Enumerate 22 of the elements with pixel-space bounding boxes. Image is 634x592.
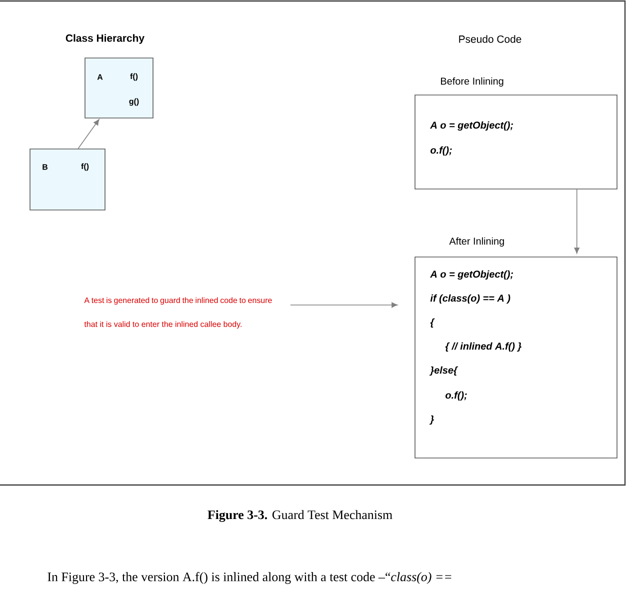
body-text: In Figure 3-3, the version A.f() is inlined along with a test code –“class(o) == <box>48 572 452 584</box>
code-line: } <box>429 415 434 425</box>
figure-caption: Figure 3-3. Guard Test Mechanism <box>208 510 392 522</box>
code-line: if (class(o) == A ) <box>430 294 510 304</box>
arrow <box>574 189 580 254</box>
code-line: { <box>430 318 435 328</box>
box-heading: Before Inlining <box>441 77 504 87</box>
code-box <box>414 77 618 190</box>
class-box <box>84 58 154 118</box>
code-box <box>414 237 618 458</box>
class-box <box>30 148 106 210</box>
code-line: { // inlined A.f() } <box>445 342 522 352</box>
arrow <box>78 119 100 149</box>
box-heading: After Inlining <box>449 237 504 247</box>
section-heading: Pseudo Code <box>459 35 522 43</box>
code-line: o.f(); <box>446 391 467 401</box>
code-line: o.f(); <box>430 146 452 156</box>
code-line: A o = getObject(); <box>430 121 513 131</box>
arrow <box>290 302 398 308</box>
code-line: A o = getObject(); <box>430 270 513 280</box>
code-line: }else{ <box>429 366 458 376</box>
section-heading: Class Hierarchy <box>66 34 144 44</box>
